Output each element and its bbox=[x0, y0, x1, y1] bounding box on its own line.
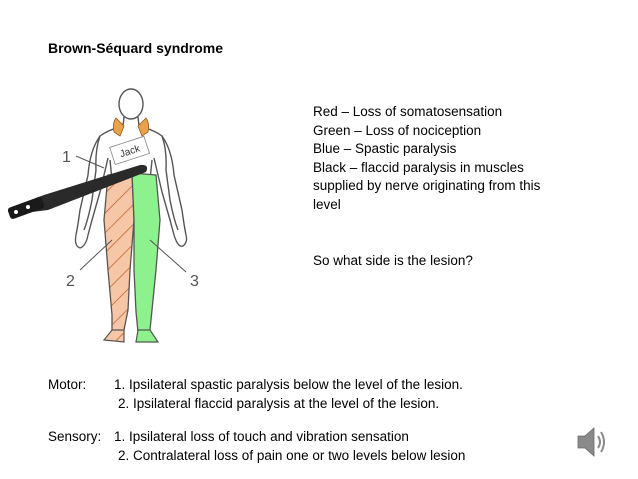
legend-red: Red – Loss of somatosensation bbox=[313, 104, 503, 119]
green-leg bbox=[131, 172, 161, 333]
jack-tag: Jack bbox=[109, 135, 150, 166]
label-2: 2 bbox=[66, 273, 75, 290]
sensory-line-2: 2. Contralateral loss of pain one or two… bbox=[118, 448, 466, 463]
motor-row-2: 2. Ipsilateral flaccid paralysis at the … bbox=[48, 394, 568, 413]
right-arm bbox=[153, 135, 187, 236]
legend-green: Green – Loss of nociception bbox=[313, 122, 482, 138]
neck-band bbox=[112, 117, 150, 137]
color-legend: Red – Loss of somatosensation Green – Lo… bbox=[313, 103, 593, 214]
label-1: 1 bbox=[62, 149, 71, 166]
sensory-label: Sensory: bbox=[48, 429, 102, 444]
left-hand bbox=[74, 234, 89, 249]
left-foot bbox=[102, 329, 125, 343]
motor-line-1: 1. Ipsilateral spastic paralysis below t… bbox=[114, 377, 463, 392]
sensory-line-1: 1. Ipsilateral loss of touch and vibrati… bbox=[114, 429, 409, 444]
sensory-row-1: Sensory: 1. Ipsilateral loss of touch an… bbox=[48, 427, 568, 446]
notes: Motor: 1. Ipsilateral spastic paralysis … bbox=[48, 375, 568, 465]
head bbox=[118, 88, 144, 120]
legend-black: Black – flaccid paralysis in muscles sup… bbox=[313, 159, 541, 212]
neck bbox=[122, 116, 140, 127]
right-foot bbox=[135, 329, 160, 343]
hatched-leg bbox=[103, 172, 135, 333]
right-hand bbox=[173, 234, 188, 247]
motor-label: Motor: bbox=[48, 377, 87, 392]
legend-blue: Blue – Spastic paralysis bbox=[313, 141, 457, 156]
callout-line-2 bbox=[79, 239, 113, 271]
motor-line-2: 2. Ipsilateral flaccid paralysis at the … bbox=[118, 396, 440, 411]
label-3: 3 bbox=[190, 273, 199, 290]
callout-line-3 bbox=[149, 239, 187, 273]
motor-row-1: Motor: 1. Ipsilateral spastic paralysis … bbox=[48, 375, 568, 394]
lesion-question: So what side is the lesion? bbox=[313, 253, 473, 268]
sensory-row-2: 2. Contralateral loss of pain one or two… bbox=[48, 446, 568, 465]
callout-line-1 bbox=[75, 155, 105, 169]
body-diagram: Jack 1 2 3 bbox=[7, 88, 199, 343]
torso bbox=[83, 125, 179, 231]
speaker-icon[interactable] bbox=[576, 424, 608, 460]
slide-title: Brown-Séquard syndrome bbox=[48, 40, 224, 56]
knife bbox=[7, 164, 148, 219]
